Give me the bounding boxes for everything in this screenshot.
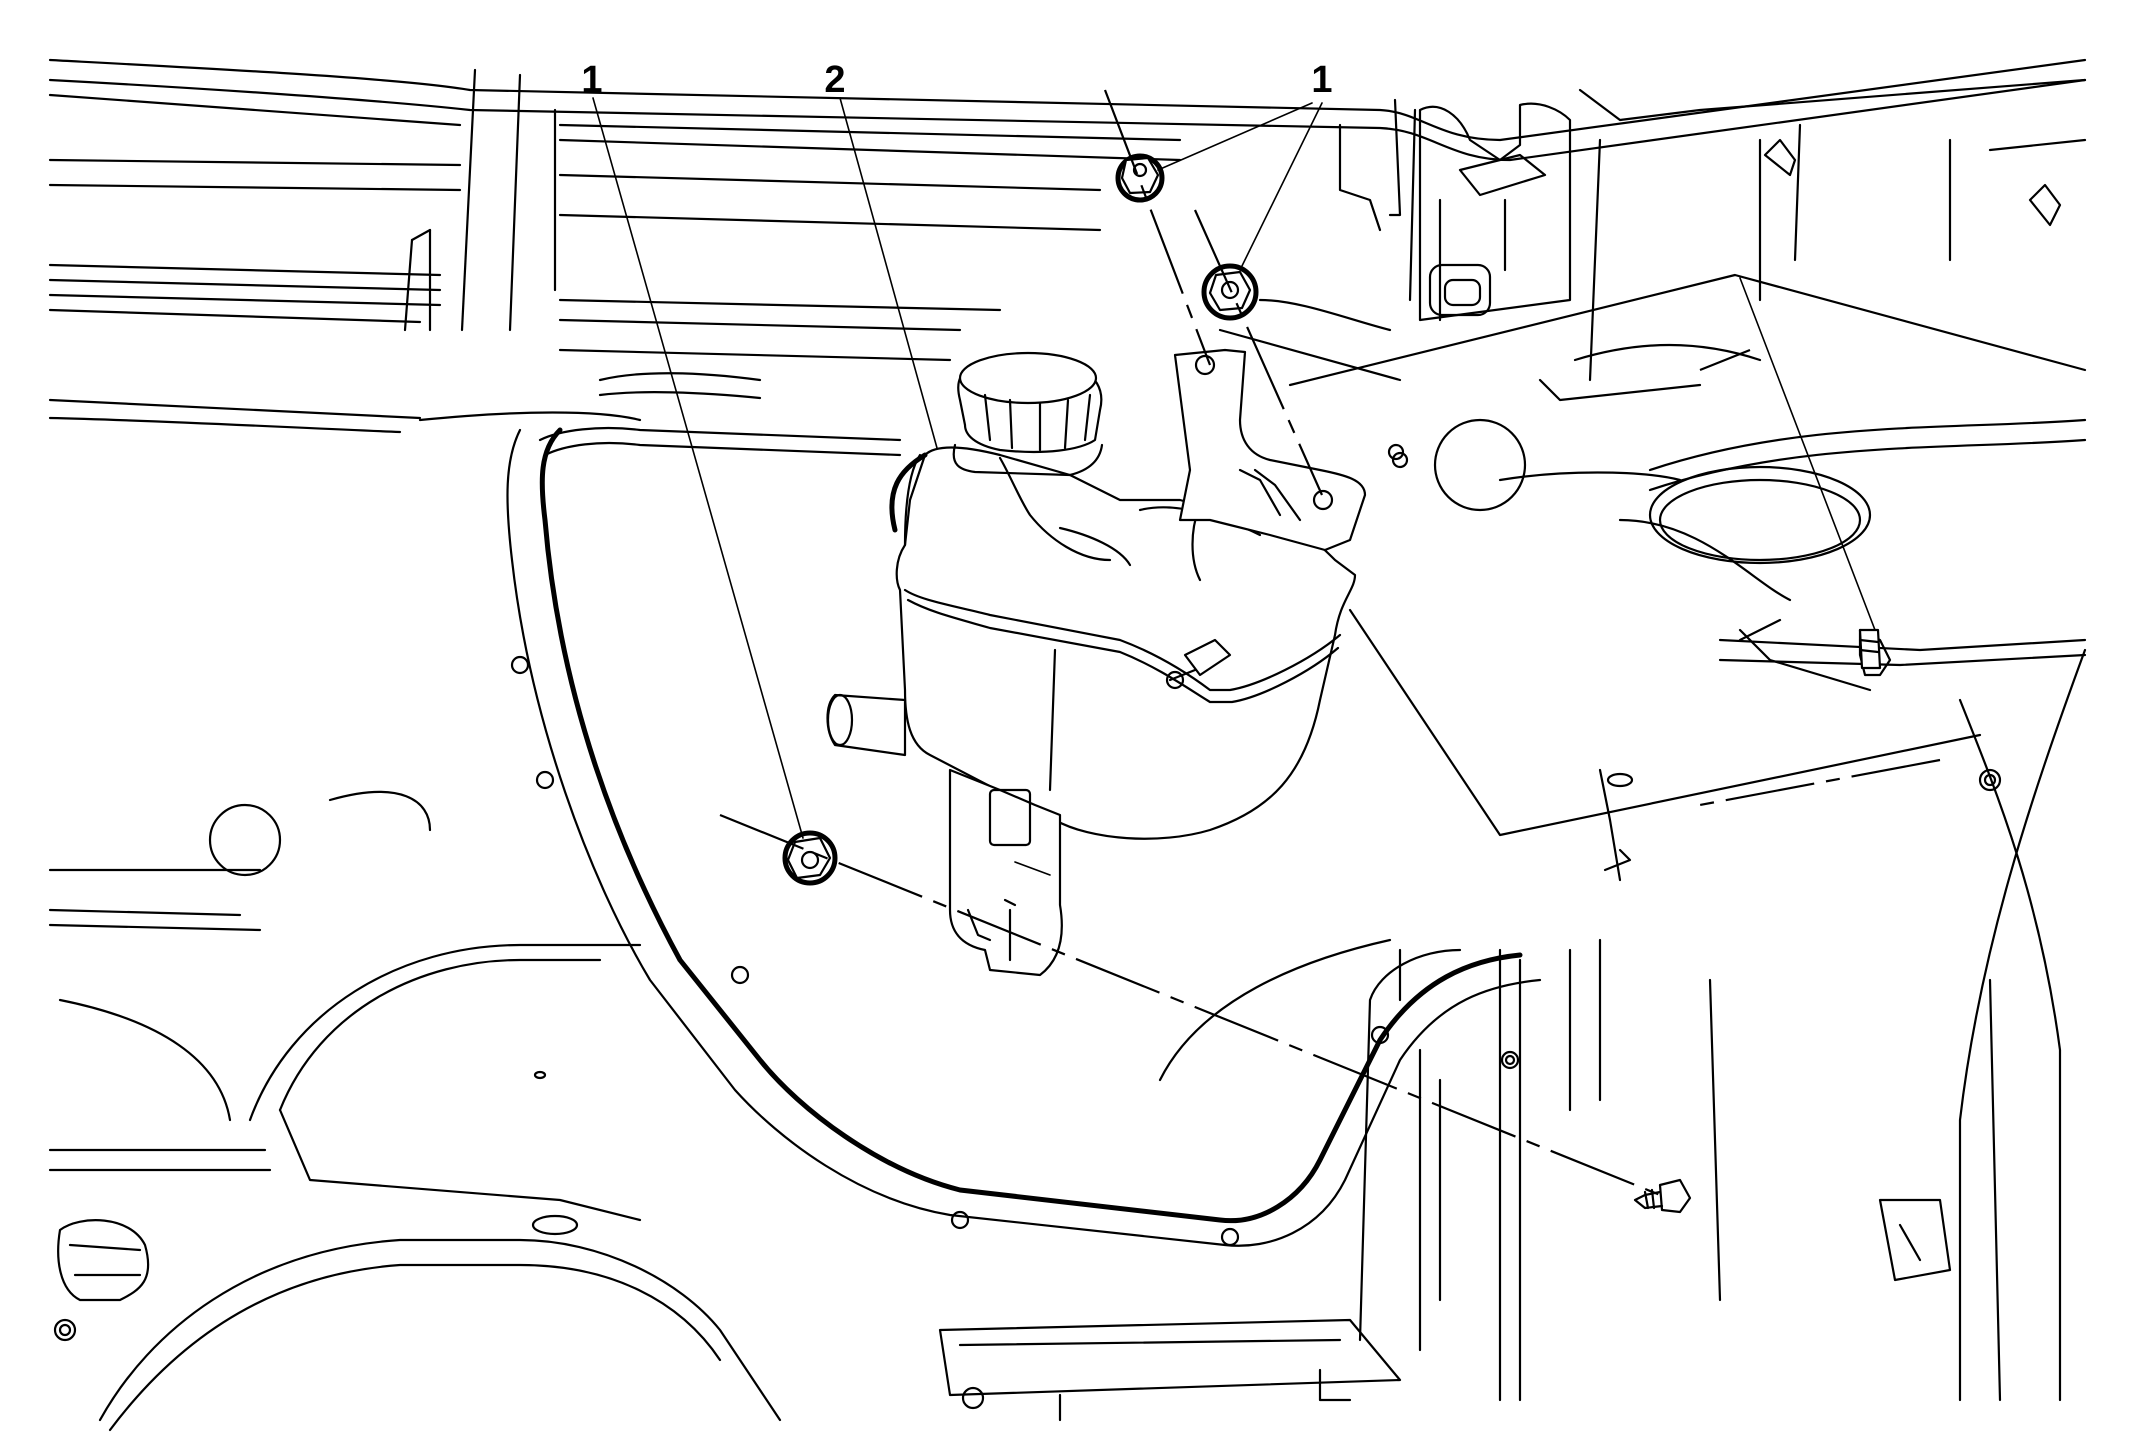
leader-1-top-b [1239,102,1323,271]
callout-2: 2 [824,59,845,101]
leader-lines [592,97,1323,839]
lower-support-members [1158,768,1634,1352]
coolant-reservoir [826,348,1367,977]
fan-shroud-area [1391,78,2087,1402]
lower-fender-opening [53,1070,1402,1432]
reservoir-upper-nut-rear [1201,263,1259,321]
leader-1-left [592,97,804,839]
callout-1-left: 1 [581,59,602,101]
reservoir-lower-nut [782,830,838,886]
hood-latch-bracket [1418,102,1572,322]
callout-1-right: 1 [1311,59,1332,101]
inset-bolt [1858,628,1882,670]
inset-detail-panel [1288,273,2087,837]
leader-2 [839,97,938,449]
lower-bolt [1633,1178,1692,1214]
inner-fender-panel [48,426,1542,1402]
callout-labels: 1 2 1 [581,59,1332,101]
guide-lines [719,89,1661,1197]
cowl-posts [403,68,1417,332]
upper-frame-rails [48,58,2087,434]
reservoir-upper-nut-front [1115,153,1165,203]
leader-1-top-a [1157,102,1313,171]
